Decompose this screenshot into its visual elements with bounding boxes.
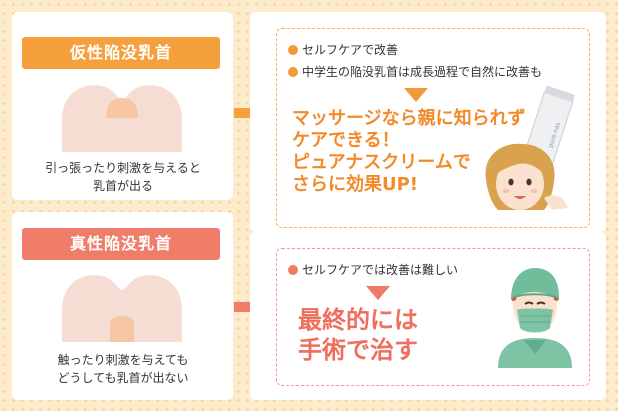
true-inverted-nipple-illustration xyxy=(62,275,182,342)
true-inverted-caption-1: 触ったり刺激を与えても xyxy=(57,353,189,367)
top-bullet-2: 中学生の陥没乳首は成長過程で自然に改善も xyxy=(288,64,542,80)
pseudo-inverted-heading: 仮性陥没乳首 xyxy=(22,37,220,69)
top-message-line-2: ケアできる！ xyxy=(292,130,400,151)
top-message-line-4: さらに効果UP! xyxy=(292,174,419,195)
circle-bullet-icon xyxy=(288,67,298,77)
bottom-right-dashed-frame xyxy=(276,248,590,386)
pseudo-inverted-caption-1: 引っ張ったり刺激を与えると xyxy=(45,161,201,175)
bottom-bullet-1: セルフケアでは改善は難しい xyxy=(288,262,458,278)
surgeon-illustration xyxy=(498,268,572,368)
true-inverted-caption-2: どうしても乳首が出ない xyxy=(57,371,189,385)
circle-bullet-icon xyxy=(288,45,298,55)
girl-face-illustration xyxy=(485,143,568,210)
top-bullet-1: セルフケアで改善 xyxy=(288,42,398,58)
bottom-message-line-2: 手術で治す xyxy=(298,336,418,364)
circle-bullet-icon xyxy=(288,265,298,275)
triangle-down-icon xyxy=(404,88,428,102)
bottom-message-line-1: 最終的には xyxy=(298,306,418,334)
top-right-dashed-frame xyxy=(276,28,590,228)
triangle-down-icon xyxy=(366,286,390,300)
true-inverted-heading: 真性陥没乳首 xyxy=(22,228,220,260)
top-message-line-3: ピュアナスクリームで xyxy=(292,152,471,173)
top-message-line-1: マッサージなら親に知られず xyxy=(292,108,526,129)
pseudo-inverted-caption-2: 乳首が出る xyxy=(92,179,153,193)
pseudo-inverted-nipple-illustration xyxy=(62,85,182,152)
